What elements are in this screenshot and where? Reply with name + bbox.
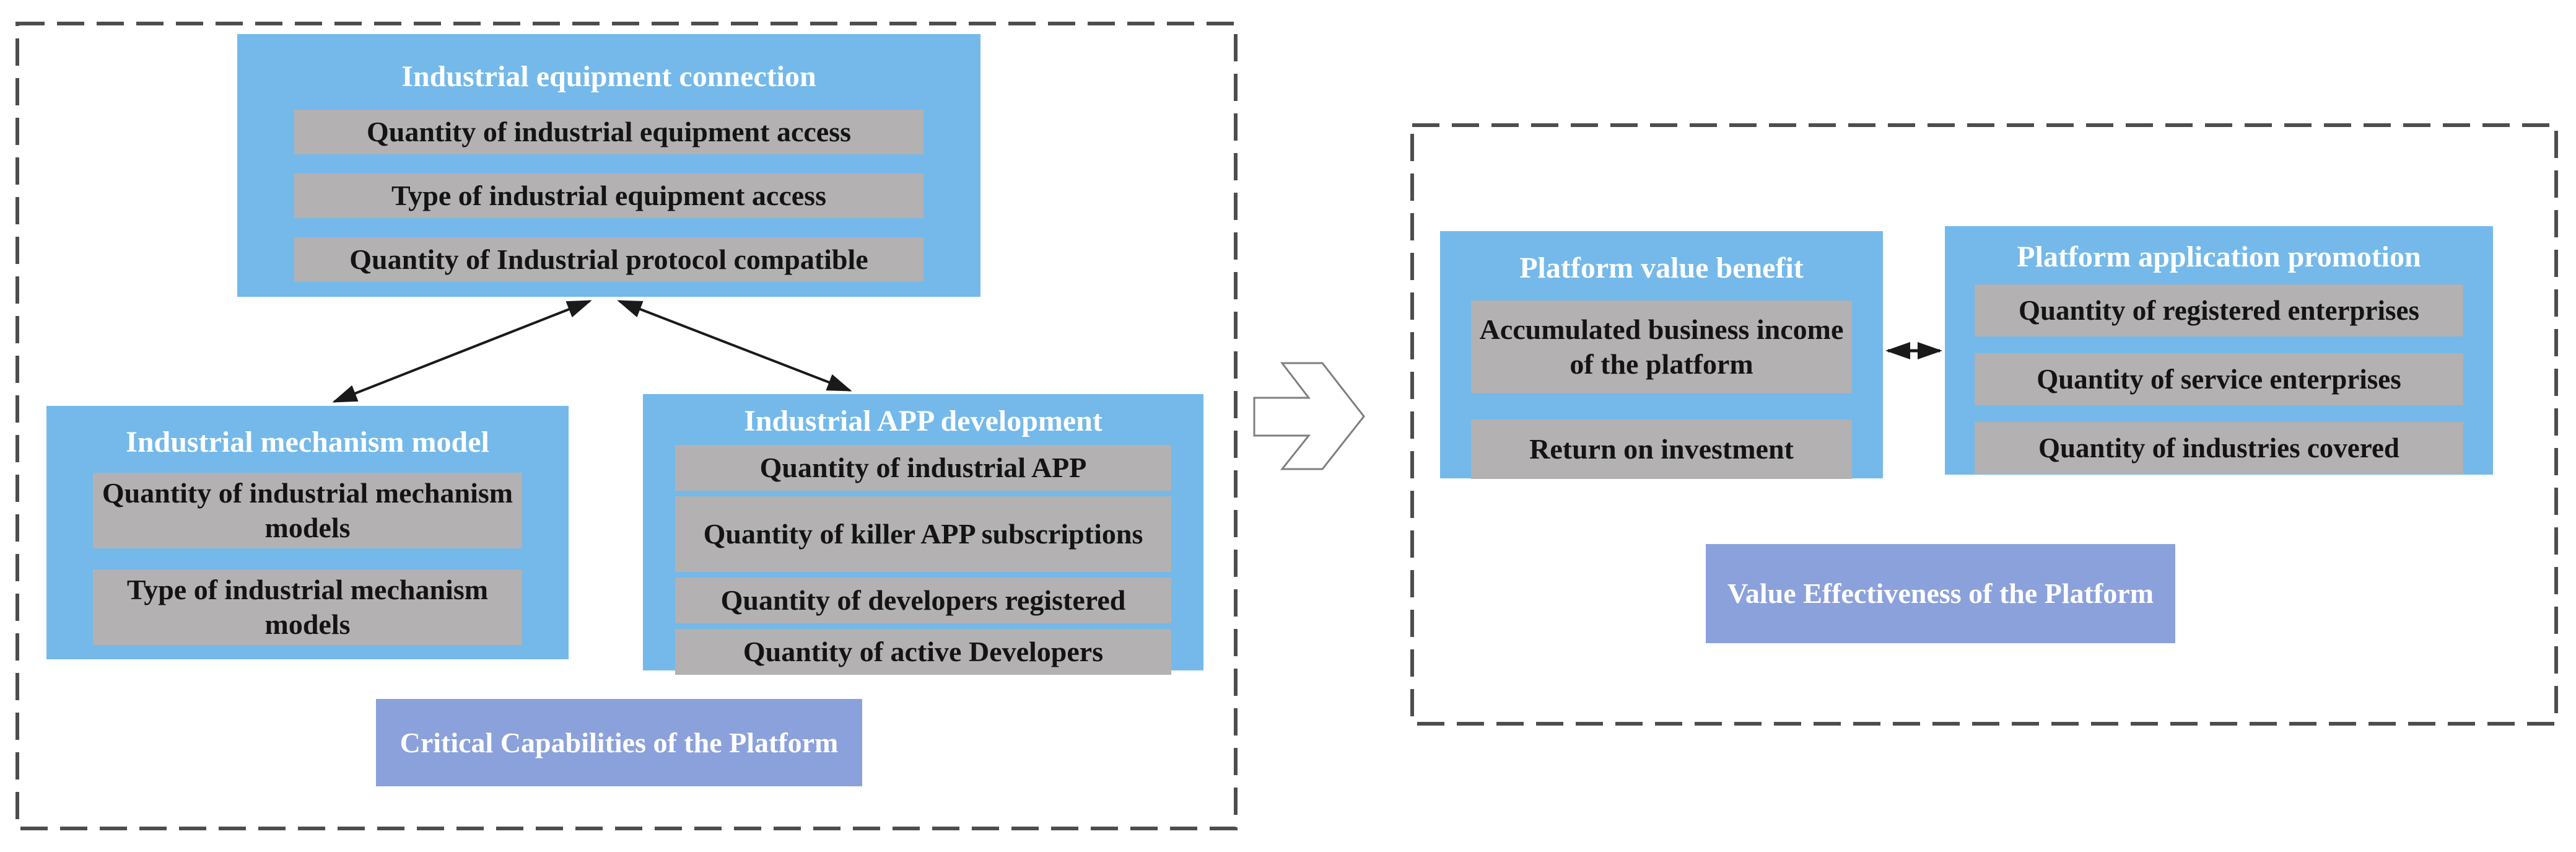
arrow-equipment-mechanism [332,300,592,403]
metric-item: Quantity of killer APP subscriptions [675,496,1171,572]
metric-item: Type of industrial equipment access [294,173,923,218]
panel-industrial-equipment-connection: Industrial equipment connection Quantity… [237,34,980,297]
metric-item: Quantity of registered enterprises [1975,284,2463,336]
metric-item: Quantity of service enterprises [1975,353,2463,405]
panel-title: Industrial equipment connection [401,60,816,94]
metric-item: Quantity of industrial APP [675,445,1171,491]
metric-item: Return on investment [1471,419,1852,479]
metric-item: Quantity of industrial equipment access [294,110,923,154]
metric-item: Type of industrial mechanism models [93,569,522,645]
metric-item: Quantity of active Developers [675,629,1171,675]
arrow-equipment-appdev [617,300,852,392]
panel-title: Industrial APP development [744,405,1102,438]
panel-title: Industrial mechanism model [126,426,489,459]
panel-platform-value-benefit: Platform value benefit Accumulated busin… [1440,231,1883,479]
metric-item: Accumulated business income of the platf… [1471,301,1852,393]
metric-item: Quantity of industrial mechanism models [93,473,522,548]
metric-item: Quantity of Industrial protocol compatib… [294,237,923,282]
panel-industrial-app-development: Industrial APP development Quantity of i… [643,394,1203,675]
caption-critical-capabilities: Critical Capabilities of the Platform [376,699,862,786]
metric-item: Quantity of industries covered [1975,422,2463,474]
left-dashed-border [15,22,1238,830]
panel-title: Platform application promotion [2017,240,2421,274]
caption-value-effectiveness: Value Effectiveness of the Platform [1706,544,2175,643]
right-dashed-border [1410,123,2558,726]
panel-industrial-mechanism-model: Industrial mechanism model Quantity of i… [46,406,569,659]
metric-item: Quantity of developers registered [675,578,1171,623]
panel-title: Platform value benefit [1519,252,1804,285]
block-arrow-capabilities-to-value [1253,362,1365,470]
panel-platform-application-promotion: Platform application promotion Quantity … [1945,226,2493,475]
